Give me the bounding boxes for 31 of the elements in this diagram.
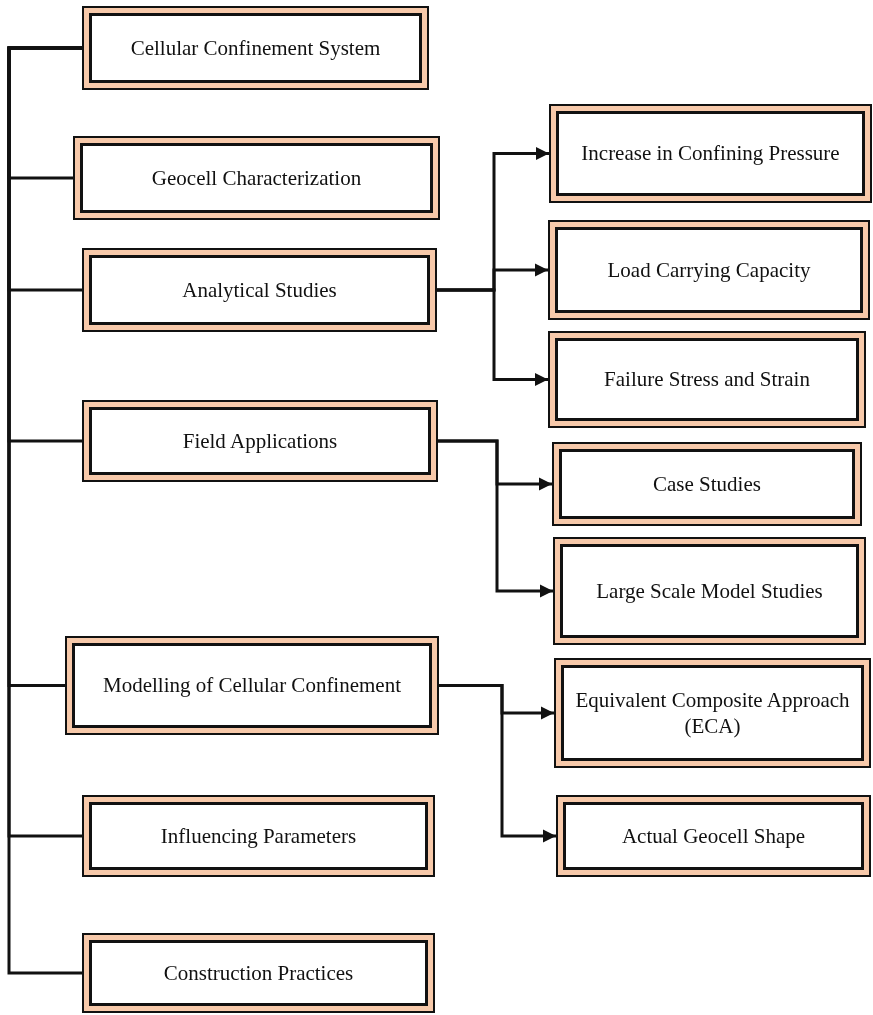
process-box [552,442,862,526]
process-box [548,331,866,428]
arrow [438,439,553,598]
box-label: Modelling of Cellular Confinement [103,672,401,699]
box-label: Actual Geocell Shape [621,822,806,850]
arrow [439,684,556,843]
process-box [82,795,435,877]
process-box [82,248,437,332]
box-label: Influencing Parameters [160,822,357,850]
process-box [556,795,871,877]
process-box [549,104,872,203]
box-label: Load Carrying Capacity [607,256,811,284]
process-box [73,136,440,220]
box-label: Large Scale Model Studies [596,577,823,605]
box-label: Failure Stress and Strain [604,366,810,393]
box-label: Geocell Characterization [151,164,362,192]
process-box [82,400,438,482]
box-label: Increase in Confining Pressure [581,140,840,167]
box-label: Case Studies [653,470,761,498]
box-label: Construction Practices [163,959,354,987]
box-label: Analytical Studies [182,276,337,304]
box-label: Cellular Confinement System [130,34,381,62]
process-box [65,636,439,735]
process-box [82,933,435,1013]
box-label: Field Applications [182,427,338,455]
process-box [553,537,866,645]
process-box [554,658,871,768]
arrow [437,288,548,387]
process-box [82,6,429,90]
process-box [548,220,870,320]
box-label: Equivalent Composite Approach (ECA) [574,686,851,740]
